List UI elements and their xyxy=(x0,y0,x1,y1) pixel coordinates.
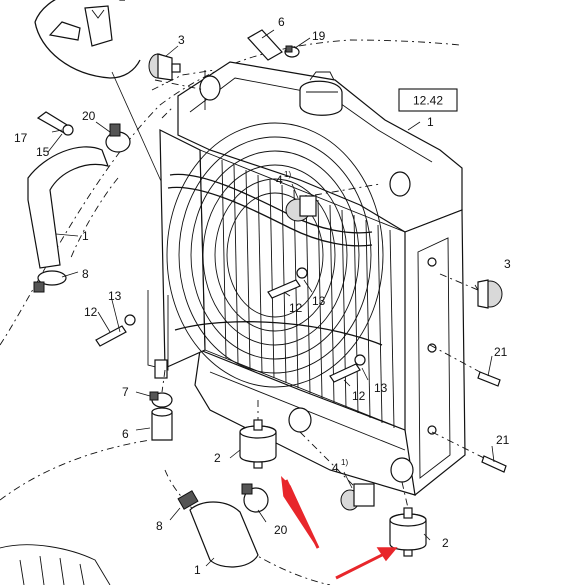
part-12-13-lower xyxy=(329,354,366,383)
part-2-right-mount xyxy=(389,507,427,557)
label-20-bottom: 20 xyxy=(274,523,288,537)
part-12-13-left xyxy=(95,314,136,347)
part-1-left-hose xyxy=(27,146,109,269)
label-21-lower: 21 xyxy=(496,433,510,447)
part-6-bottom xyxy=(151,407,173,441)
part-3-top-mount xyxy=(148,53,181,81)
label-2-right: 2 xyxy=(442,536,449,550)
label-13-left: 13 xyxy=(108,289,122,303)
part-1-bottom-hose xyxy=(189,501,259,568)
radiator-cap-icon xyxy=(299,80,343,116)
label-15: 15 xyxy=(36,145,50,159)
red-arrow-right-icon xyxy=(376,547,398,562)
part-7-clamp xyxy=(149,391,173,408)
label-4-top: 4 xyxy=(276,173,283,187)
label-4-top-footnote: 1) xyxy=(284,170,291,179)
part-3-right-mount xyxy=(477,279,503,309)
part-4-top-fitting xyxy=(285,195,317,222)
part-21-studs xyxy=(477,371,507,473)
label-20-top: 20 xyxy=(82,109,96,123)
label-3-top: 3 xyxy=(178,33,185,47)
part-8-left-clamp xyxy=(33,270,67,293)
label-13-lower: 13 xyxy=(374,381,388,395)
part-4-bottom-fitting xyxy=(340,483,375,511)
label-12-left: 12 xyxy=(84,305,98,319)
label-3-right: 3 xyxy=(504,257,511,271)
label-1-hose-left: 1 xyxy=(82,229,89,243)
label-1-radiator: 1 xyxy=(427,115,434,129)
label-7: 7 xyxy=(122,385,129,399)
label-1-hose-bottom: 1 xyxy=(194,563,201,577)
part-19-clamp xyxy=(284,45,300,58)
cap-detail-icon xyxy=(48,21,81,41)
label-6-bottom: 6 xyxy=(122,427,129,441)
part-17-bolt xyxy=(36,111,74,136)
label-13-center: 13 xyxy=(312,294,326,308)
part-20-clamp-bottom xyxy=(241,483,269,513)
label-17: 17 xyxy=(14,131,28,145)
fan-remnant xyxy=(0,544,111,585)
part-8-bottom-clamp xyxy=(177,490,199,510)
part-labels: 1 1 1 2 2 3 3 4 1) 4 1) 6 6 7 8 8 12 12 … xyxy=(14,15,511,577)
label-21-upper: 21 xyxy=(494,345,508,359)
highlight-arrows xyxy=(281,475,398,580)
part-6-top xyxy=(247,29,283,61)
reference-number: 12.42 xyxy=(413,94,443,108)
radiator-core xyxy=(147,61,466,496)
label-12-lower: 12 xyxy=(352,389,366,403)
reference-box: 12.42 xyxy=(398,88,458,112)
core-fins xyxy=(221,159,395,429)
label-4-bottom-footnote: 1) xyxy=(341,458,348,467)
label-8-bottom: 8 xyxy=(156,519,163,533)
label-12-center: 12 xyxy=(289,301,303,315)
label-6-top: 6 xyxy=(278,15,285,29)
leader-lines xyxy=(47,29,495,567)
detail-circle xyxy=(34,0,166,191)
label-4-bottom: 4 xyxy=(332,461,339,475)
label-19: 19 xyxy=(312,29,326,43)
label-8-left: 8 xyxy=(82,267,89,281)
part-12-13-center xyxy=(267,267,308,299)
part-20-clamp-top xyxy=(105,123,131,153)
part-2-left-mount xyxy=(239,419,277,469)
label-2-left: 2 xyxy=(214,451,221,465)
